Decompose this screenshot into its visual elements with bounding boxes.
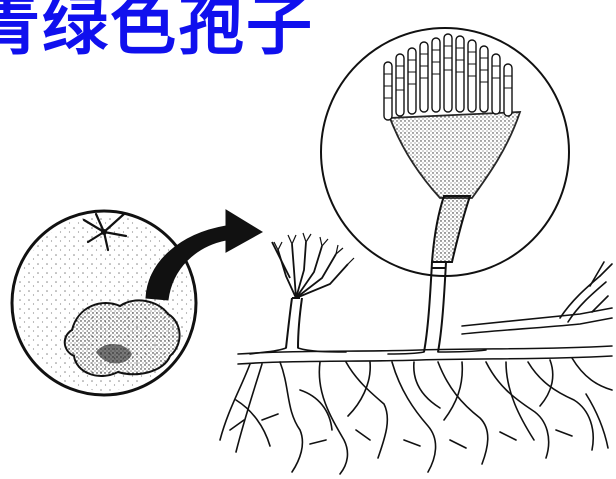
small-sporangiophore-icon [272,233,354,348]
magnified-sporangiophore-icon [321,28,569,276]
mycelium-hyphae [220,262,612,474]
moldy-orange-icon [12,211,196,395]
page-title: 青绿色孢子 [0,0,314,66]
